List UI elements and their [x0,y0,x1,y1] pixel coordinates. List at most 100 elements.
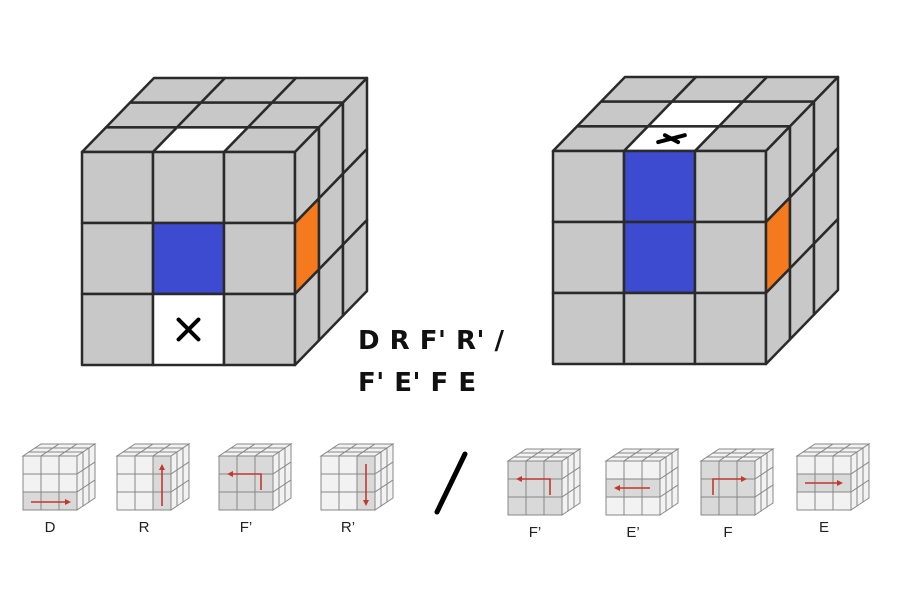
mini-right-sticker [573,484,581,508]
mini-right-sticker [170,487,178,511]
x-mark [656,133,687,145]
mini-front-sticker [623,460,643,480]
mini-right-sticker [561,492,569,516]
mini-front-sticker [218,491,238,511]
mini-front-sticker [58,455,78,475]
mini-front-sticker [543,478,563,498]
mini-right-sticker [856,483,864,507]
mini-front-sticker [718,496,738,516]
right-sticker-gray [812,217,840,316]
mini-right-sticker [386,479,394,503]
move-label: R’ [341,519,355,536]
mini-front-sticker [320,473,340,493]
mini-front-sticker [605,496,625,516]
move-arrow [520,478,551,495]
move-label: D [45,519,56,536]
mini-front-sticker [116,455,136,475]
mini-right-sticker [754,492,762,516]
arrow-head [516,476,522,482]
mini-front-sticker [814,491,834,511]
front-sticker-gray [80,221,155,296]
mini-front-sticker [40,491,60,511]
right-sticker-gray [341,218,369,317]
arrow-head [363,500,369,506]
move-diagram [217,443,293,511]
mini-right-sticker [182,479,190,503]
mini-front-sticker [718,460,738,480]
mini-front-sticker [623,496,643,516]
mini-right-sticker [862,479,870,503]
mini-front-sticker [116,491,136,511]
move-label: F’ [240,519,253,536]
move-diagram [604,448,680,516]
mini-front-sticker [58,473,78,493]
mini-front-sticker [736,460,756,480]
x-mark [176,317,201,342]
mini-front-sticker [543,460,563,480]
mini-front-sticker [832,455,852,475]
front-sticker-gray [622,291,697,366]
front-sticker-blue [151,221,226,296]
move-label: E’ [626,524,639,541]
move-diagram [795,443,871,511]
mini-right-sticker [284,479,292,503]
mini-front-sticker [320,491,340,511]
separator-slash [434,451,468,515]
front-sticker-gray [693,220,768,295]
move-label: E [819,519,829,536]
move-diagram [699,448,775,516]
move-arrow [712,478,743,495]
move-diagram [506,448,582,516]
mini-front-sticker [254,491,274,511]
mini-right-sticker [88,479,96,503]
mini-front-sticker [116,473,136,493]
mini-right-sticker [850,487,858,511]
mini-front-sticker [814,455,834,475]
mini-front-sticker [525,478,545,498]
mini-right-sticker [374,487,382,511]
mini-front-sticker [507,460,527,480]
mini-front-sticker [796,455,816,475]
mini-right-sticker [278,483,286,507]
arrow-head [741,476,747,482]
mini-front-sticker [236,455,256,475]
algorithm-line-1: D R F' R' / [358,326,505,356]
mini-front-sticker [338,473,358,493]
mini-front-sticker [700,496,720,516]
mini-front-sticker [641,460,661,480]
mini-front-sticker [22,455,42,475]
front-sticker-gray [222,150,297,225]
mini-front-sticker [525,496,545,516]
arrow-head [159,464,165,470]
mini-front-sticker [254,473,274,493]
mini-right-sticker [760,488,768,512]
mini-right-sticker [665,488,673,512]
mini-front-sticker [134,455,154,475]
front-sticker-gray [151,150,226,225]
mini-front-sticker [718,478,738,498]
move-diagram [319,443,395,511]
front-sticker-gray [551,291,626,366]
mini-front-sticker [700,460,720,480]
mini-front-sticker [40,455,60,475]
mini-front-sticker [22,473,42,493]
mini-right-sticker [76,487,84,511]
mini-right-sticker [671,484,679,508]
mini-front-sticker [507,478,527,498]
mini-front-sticker [134,473,154,493]
mini-front-sticker [236,473,256,493]
move-label: R [139,519,150,536]
mini-front-sticker [605,460,625,480]
front-sticker-blue [622,220,697,295]
front-sticker-blue [622,149,697,224]
front-sticker-gray [693,291,768,366]
arrow-head [614,485,620,491]
front-sticker-gray [551,149,626,224]
front-sticker-gray [693,149,768,224]
mini-right-sticker [380,483,388,507]
mini-front-sticker [40,473,60,493]
mini-front-sticker [736,478,756,498]
mini-right-sticker [567,488,575,512]
